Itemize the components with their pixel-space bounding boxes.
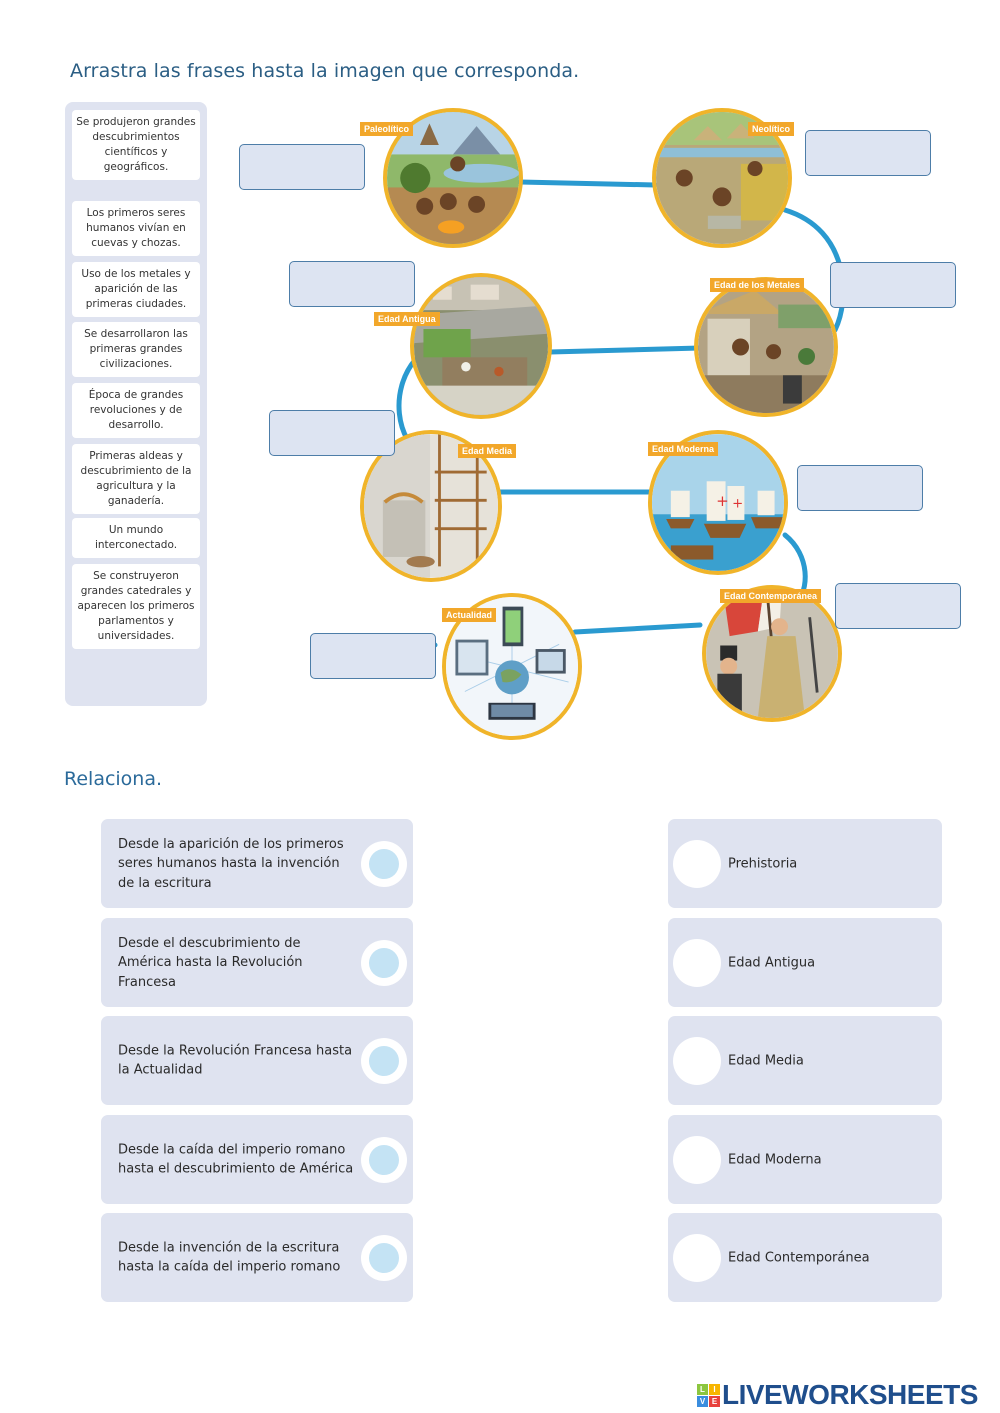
drop-target-edad-antigua[interactable] bbox=[289, 261, 415, 307]
match-right-item: Prehistoria bbox=[668, 819, 942, 908]
match-left-text: Desde la caída del imperio romano hasta … bbox=[118, 1142, 354, 1177]
match-connector-dot[interactable] bbox=[673, 1135, 721, 1184]
drop-target-neolitico[interactable] bbox=[805, 130, 931, 176]
match-right-text: Edad Antigua bbox=[728, 955, 816, 970]
liberty-revolution-icon bbox=[706, 589, 838, 718]
era-label: Edad Contemporánea bbox=[720, 589, 822, 603]
timeline-diagram: Paleolítico Neolítico Edad Antigua bbox=[230, 100, 990, 750]
match-right-item: Edad Media bbox=[668, 1016, 942, 1105]
live-logo-icon: L I V E bbox=[697, 1383, 720, 1407]
draggable-phrase[interactable]: Se produjeron grandes descubrimientos ci… bbox=[72, 110, 200, 180]
match-connector-dot[interactable] bbox=[361, 939, 407, 986]
phrase-bank: Se produjeron grandes descubrimientos ci… bbox=[65, 102, 207, 706]
match-left-text: Desde la aparición de los primeros seres… bbox=[118, 836, 344, 891]
metal-forge-icon bbox=[698, 281, 834, 413]
drag-instruction-title: Arrastra las frases hasta la imagen que … bbox=[70, 60, 580, 82]
match-left-item: Desde la caída del imperio romano hasta … bbox=[101, 1115, 413, 1204]
match-right-text: Prehistoria bbox=[728, 856, 798, 871]
match-instruction-title: Relaciona. bbox=[64, 768, 163, 790]
match-left-item: Desde la invención de la escritura hasta… bbox=[101, 1213, 413, 1302]
match-left-text: Desde el descubrimiento de América hasta… bbox=[118, 935, 303, 990]
liveworksheets-logo: L I V E LIVEWORKSHEETS bbox=[697, 1379, 978, 1411]
match-connector-dot[interactable] bbox=[673, 839, 721, 888]
era-label: Neolítico bbox=[748, 122, 795, 136]
draggable-phrase[interactable]: Un mundo interconectado. bbox=[72, 518, 200, 558]
draggable-phrase[interactable]: Los primeros seres humanos vivían en cue… bbox=[72, 201, 200, 256]
match-connector-dot[interactable] bbox=[361, 840, 407, 887]
era-image-edad-contemporanea bbox=[702, 585, 842, 722]
drop-target-actualidad[interactable] bbox=[310, 633, 436, 679]
era-label: Edad de los Metales bbox=[710, 278, 805, 292]
timeline-connector bbox=[396, 179, 846, 648]
draggable-phrase[interactable]: Época de grandes revoluciones y de desar… bbox=[72, 383, 200, 438]
match-right-text: Edad Contemporánea bbox=[728, 1250, 870, 1265]
match-connector-dot[interactable] bbox=[361, 1234, 407, 1281]
match-connector-dot[interactable] bbox=[673, 1036, 721, 1085]
match-connector-dot[interactable] bbox=[673, 1233, 721, 1282]
match-connector-dot[interactable] bbox=[673, 938, 721, 987]
match-right-item: Edad Antigua bbox=[668, 918, 942, 1007]
match-left-text: Desde la Revolución Francesa hasta la Ac… bbox=[118, 1043, 353, 1078]
drop-target-edad-moderna[interactable] bbox=[797, 465, 923, 511]
match-right-text: Edad Moderna bbox=[728, 1152, 822, 1167]
roman-city-icon bbox=[414, 277, 548, 415]
era-label: Edad Moderna bbox=[648, 442, 719, 456]
match-right-item: Edad Contemporánea bbox=[668, 1213, 942, 1302]
match-connector-dot[interactable] bbox=[361, 1136, 407, 1183]
match-left-item: Desde el descubrimiento de América hasta… bbox=[101, 918, 413, 1007]
era-image-edad-metales bbox=[694, 277, 838, 417]
svg-text:+: + bbox=[716, 492, 729, 510]
match-connector-dot[interactable] bbox=[361, 1037, 407, 1084]
drop-target-paleolitico[interactable] bbox=[239, 144, 365, 190]
match-right-item: Edad Moderna bbox=[668, 1115, 942, 1204]
era-label: Edad Antigua bbox=[374, 312, 440, 326]
era-image-edad-antigua bbox=[410, 273, 552, 419]
draggable-phrase[interactable]: Uso de los metales y aparición de las pr… bbox=[72, 262, 200, 317]
match-right-text: Edad Media bbox=[728, 1053, 804, 1068]
era-label: Edad Media bbox=[458, 444, 517, 458]
drop-target-edad-contemporanea[interactable] bbox=[835, 583, 961, 629]
drop-target-edad-metales[interactable] bbox=[830, 262, 956, 308]
logo-wordmark: LIVEWORKSHEETS bbox=[722, 1379, 978, 1410]
draggable-phrase[interactable]: Se desarrollaron las primeras grandes ci… bbox=[72, 322, 200, 377]
era-label: Actualidad bbox=[442, 608, 497, 622]
drop-target-edad-media[interactable] bbox=[269, 410, 395, 456]
draggable-phrase[interactable]: Se construyeron grandes catedrales y apa… bbox=[72, 564, 200, 649]
draggable-phrase[interactable]: Primeras aldeas y descubrimiento de la a… bbox=[72, 444, 200, 514]
match-left-item: Desde la aparición de los primeros seres… bbox=[101, 819, 413, 908]
cathedral-construction-icon bbox=[364, 434, 498, 578]
era-image-edad-media bbox=[360, 430, 502, 582]
match-left-text: Desde la invención de la escritura hasta… bbox=[118, 1240, 341, 1275]
match-left-item: Desde la Revolución Francesa hasta la Ac… bbox=[101, 1016, 413, 1105]
era-label: Paleolítico bbox=[360, 122, 414, 136]
svg-text:+: + bbox=[732, 497, 743, 512]
